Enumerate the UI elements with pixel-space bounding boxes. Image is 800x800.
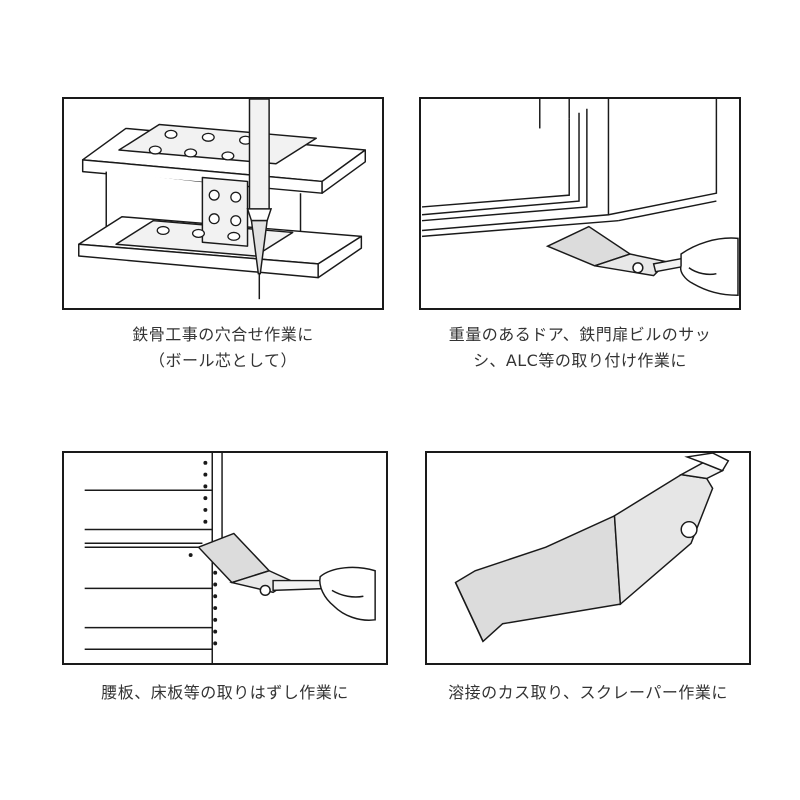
steel-beam-pin-drawing	[78, 99, 367, 300]
door-lifting-drawing	[421, 99, 739, 296]
caption-line: シ、ALC等の取り付け作業に	[473, 351, 687, 370]
caption-board: 腰板、床板等の取りはずし作業に	[62, 680, 388, 706]
caption-line: （ボール芯として）	[148, 351, 298, 370]
caption-steel-beam: 鉄骨工事の穴合せ作業に （ボール芯として）	[62, 322, 384, 374]
caption-line: 重量のあるドア、鉄門扉ビルのサッ	[448, 325, 712, 344]
caption-scraper: 溶接のカス取り、スクレーパー作業に	[425, 680, 751, 706]
illustration-door-lifting	[419, 97, 741, 310]
illustration-scraper	[425, 451, 751, 665]
illustration-board-removal	[62, 451, 388, 665]
caption-line: 溶接のカス取り、スクレーパー作業に	[448, 683, 728, 702]
caption-line: 腰板、床板等の取りはずし作業に	[101, 683, 349, 702]
illustration-steel-beam-pin	[62, 97, 384, 310]
scraper-drawing	[454, 453, 730, 643]
caption-line: 鉄骨工事の穴合せ作業に	[132, 325, 314, 344]
board-removal-drawing	[84, 453, 376, 663]
caption-door: 重量のあるドア、鉄門扉ビルのサッ シ、ALC等の取り付け作業に	[411, 322, 749, 374]
